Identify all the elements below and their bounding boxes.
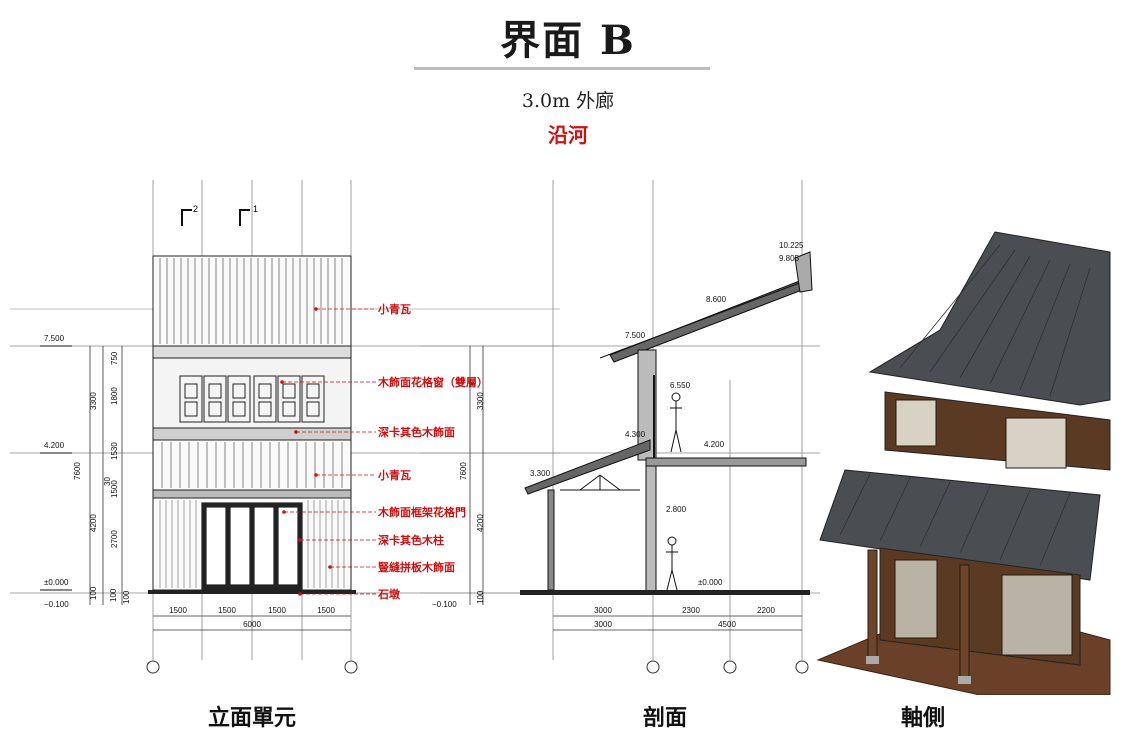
note-lattice-window: 木飾面花格窗（雙層） — [377, 375, 488, 389]
sect-dim-7600: 7600 — [459, 462, 468, 480]
elev-dim-1800: 1800 — [110, 387, 119, 405]
caption-elevation: 立面單元 — [207, 705, 296, 731]
sect-dim-bottom-3000: 3000 — [594, 606, 612, 615]
page-title: 界面 B — [500, 17, 636, 64]
elev-dim-4200: 4200 — [89, 514, 98, 532]
sect-level-8600: 8.600 — [706, 295, 727, 304]
elev-dim-7600: 7600 — [73, 462, 82, 480]
elev-dim-2700: 2700 — [110, 530, 119, 548]
sect-dim-100: 100 — [476, 590, 485, 604]
sect-level-10225: 10.225 — [779, 241, 804, 250]
caption-axonometric: 軸側 — [900, 705, 945, 731]
note-vertical-board: 豎縫拼板木飾面 — [378, 560, 455, 574]
elev-level-m0100: −0.100 — [44, 600, 69, 609]
sect-level-9805: 9.805 — [779, 254, 800, 263]
sect-level-7500: 7.500 — [625, 331, 646, 340]
note-roof-tile-upper: 小青瓦 — [377, 302, 411, 316]
elevation-drawing: 2 1 — [10, 180, 560, 674]
section-drawing: 10.225 9.805 8.600 7.500 6.550 4.300 4.2… — [420, 180, 820, 674]
elev-dim-bottom-4: 1500 — [317, 606, 335, 615]
elev-dim-750: 750 — [110, 351, 119, 365]
sect-level-0: ±0.000 — [698, 578, 723, 587]
page-subtitle: 3.0m 外廊 — [521, 90, 615, 112]
elev-dim-outer-100: 100 — [89, 586, 98, 600]
note-stone-base: 石墩 — [377, 587, 401, 601]
section-mark-1: 1 — [253, 204, 258, 214]
elev-dim-1530: 1530 — [110, 442, 119, 460]
elev-dim-inner-100: 100 — [122, 590, 131, 604]
sect-level-4200: 4.200 — [704, 440, 725, 449]
elev-dim-bottom-3: 1500 — [268, 606, 286, 615]
location-label: 沿河 — [548, 123, 588, 147]
note-khaki-wood-panel: 深卡其色木飾面 — [378, 425, 455, 439]
sect-dim-bottom-2200: 2200 — [757, 606, 775, 615]
note-lattice-door: 木飾面框架花格門 — [377, 505, 466, 519]
elev-dim-bottom-2: 1500 — [218, 606, 236, 615]
sect-dim-3300: 3300 — [476, 392, 485, 410]
elev-dim-3300: 3300 — [89, 392, 98, 410]
elev-dim-mid-100: 100 — [109, 588, 118, 602]
sect-dim-4200: 4200 — [476, 514, 485, 532]
sect-level-2800: 2.800 — [666, 505, 687, 514]
sect-dim-bottom-2300: 2300 — [682, 606, 700, 615]
elev-level-4200: 4.200 — [44, 441, 65, 450]
sect-level-m0100: −0.100 — [432, 600, 457, 609]
elev-dim-total: 6000 — [243, 620, 261, 629]
elev-dim-1500: 1500 — [110, 480, 119, 498]
elev-level-7500: 7.500 — [44, 334, 65, 343]
sect-level-6550: 6.550 — [670, 381, 691, 390]
caption-section: 剖面 — [642, 705, 687, 731]
note-roof-tile-lower: 小青瓦 — [377, 468, 411, 482]
note-khaki-wood-column: 深卡其色木柱 — [378, 533, 444, 547]
sect-dim-total-3000: 3000 — [594, 620, 612, 629]
axonometric-render — [816, 231, 1111, 695]
sect-dim-total-4500: 4500 — [718, 620, 736, 629]
elev-dim-30: 30 — [103, 477, 112, 486]
title-divider — [414, 67, 710, 70]
elev-level-0: ±0.000 — [44, 578, 69, 587]
sect-level-3300: 3.300 — [530, 469, 551, 478]
section-mark-2: 2 — [193, 204, 198, 214]
sect-level-4300: 4.300 — [625, 430, 646, 439]
elev-dim-bottom-1: 1500 — [169, 606, 187, 615]
